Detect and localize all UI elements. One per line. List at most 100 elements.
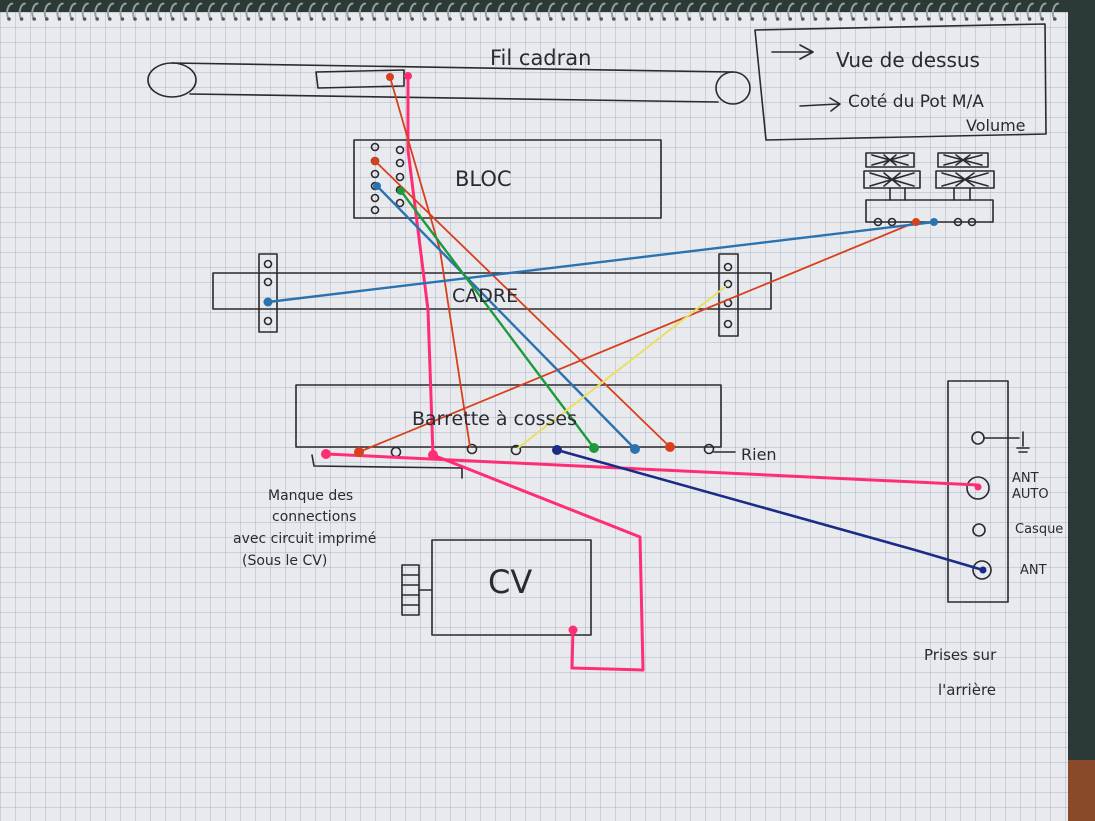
spiral-ring <box>371 2 379 19</box>
spiral-ring <box>207 2 216 19</box>
spiral-hole <box>637 17 641 21</box>
wire-pink-barrette-to-cv <box>431 453 645 672</box>
spiral-hole <box>901 17 906 21</box>
wire-endpoint <box>568 625 578 635</box>
legend-line-2: Coté du Pot M/A <box>848 92 984 112</box>
spiral-ring <box>522 2 531 19</box>
spiral-ring <box>711 2 720 19</box>
wire-endpoint <box>979 566 987 574</box>
spiral-ring <box>220 2 228 19</box>
spiral-ring <box>900 2 909 19</box>
spiral-hole <box>511 17 515 21</box>
wire-endpoint <box>552 445 562 455</box>
spiral-ring <box>825 2 833 19</box>
spiral-ring <box>472 2 480 19</box>
spiral-ring <box>434 2 442 19</box>
spiral-hole <box>108 17 112 21</box>
wire-endpoint <box>912 218 920 226</box>
spiral-hole <box>1027 17 1032 21</box>
spiral-hole <box>927 17 931 21</box>
spiral-ring <box>925 2 934 19</box>
spiral-ring <box>686 2 694 19</box>
spiral-hole <box>914 17 918 21</box>
wire-red-bloc-to-barrette <box>374 160 671 448</box>
wire-endpoint <box>428 450 438 460</box>
note-line-1: Manque des <box>268 488 353 504</box>
spiral-hole <box>599 17 603 21</box>
barrette-block <box>295 384 736 479</box>
spiral-ring <box>157 2 165 19</box>
cv-block <box>401 539 592 636</box>
spiral-ring <box>535 2 543 19</box>
spiral-ring <box>94 2 102 19</box>
spiral-hole <box>45 17 49 21</box>
spiral-ring <box>812 2 820 19</box>
legend-line-3: Volume <box>966 116 1026 135</box>
spiral-hole <box>145 17 150 21</box>
spiral-hole <box>952 17 956 21</box>
spiral-ring <box>31 2 39 19</box>
jack-ant-auto-line-2: AUTO <box>1012 487 1049 502</box>
spiral-ring <box>321 2 329 19</box>
spiral-hole <box>826 17 830 21</box>
wire-endpoint <box>930 218 938 226</box>
spiral-hole <box>964 17 969 21</box>
spiral-ring <box>547 2 556 19</box>
spiral-hole <box>246 17 251 21</box>
wire-endpoint <box>373 182 381 190</box>
spiral-hole <box>1015 17 1019 21</box>
spiral-hole <box>309 17 314 21</box>
spiral-hole <box>297 17 301 21</box>
spiral-hole <box>612 17 616 21</box>
spiral-ring <box>258 2 266 19</box>
spiral-binding <box>6 2 1060 21</box>
dial-cord <box>147 62 751 105</box>
wire-yellow-cadre-to-barrette <box>517 286 726 449</box>
spiral-ring <box>762 2 770 19</box>
spiral-hole <box>334 17 339 21</box>
wire-endpoint <box>404 72 412 80</box>
spiral-hole <box>271 17 276 21</box>
graph-paper <box>0 12 1068 821</box>
prises-line-1: Prises sur <box>924 646 997 664</box>
spiral-hole <box>435 17 440 21</box>
label-bloc: BLOC <box>455 167 512 191</box>
spiral-hole <box>574 17 578 21</box>
spiral-hole <box>687 17 692 21</box>
spiral-hole <box>486 17 490 21</box>
spiral-hole <box>649 17 654 21</box>
spiral-ring <box>182 2 190 19</box>
spiral-hole <box>675 17 679 21</box>
spiral-ring <box>951 2 959 19</box>
spiral-hole <box>70 17 74 21</box>
prises-line-2: l'arrière <box>938 681 996 699</box>
spiral-hole <box>208 17 213 21</box>
spiral-hole <box>423 17 427 21</box>
spiral-hole <box>763 17 767 21</box>
label-cv: CV <box>488 563 532 601</box>
spiral-hole <box>725 17 729 21</box>
spiral-hole <box>586 17 591 21</box>
spiral-hole <box>347 17 352 21</box>
spiral-hole <box>838 17 843 21</box>
spiral-hole <box>95 17 99 21</box>
spiral-ring <box>81 2 90 19</box>
spiral-ring <box>799 2 808 19</box>
spiral-hole <box>120 17 125 21</box>
spiral-hole <box>57 17 62 21</box>
spiral-ring <box>1026 2 1035 19</box>
spiral-ring <box>1001 2 1009 19</box>
spiral-hole <box>990 17 994 21</box>
label-rien: Rien <box>741 445 777 464</box>
spiral-ring <box>195 2 203 19</box>
spiral-ring <box>862 2 871 19</box>
spiral-hole <box>196 17 200 21</box>
wire-endpoint <box>974 483 982 491</box>
note-line-2: connections <box>272 509 356 525</box>
spiral-hole <box>221 17 225 21</box>
spiral-hole <box>700 17 704 21</box>
spiral-ring <box>699 2 707 19</box>
spiral-ring <box>308 2 316 19</box>
jack-ant: ANT <box>1020 563 1047 578</box>
wire-blue-cadre-to-pot <box>266 220 936 304</box>
